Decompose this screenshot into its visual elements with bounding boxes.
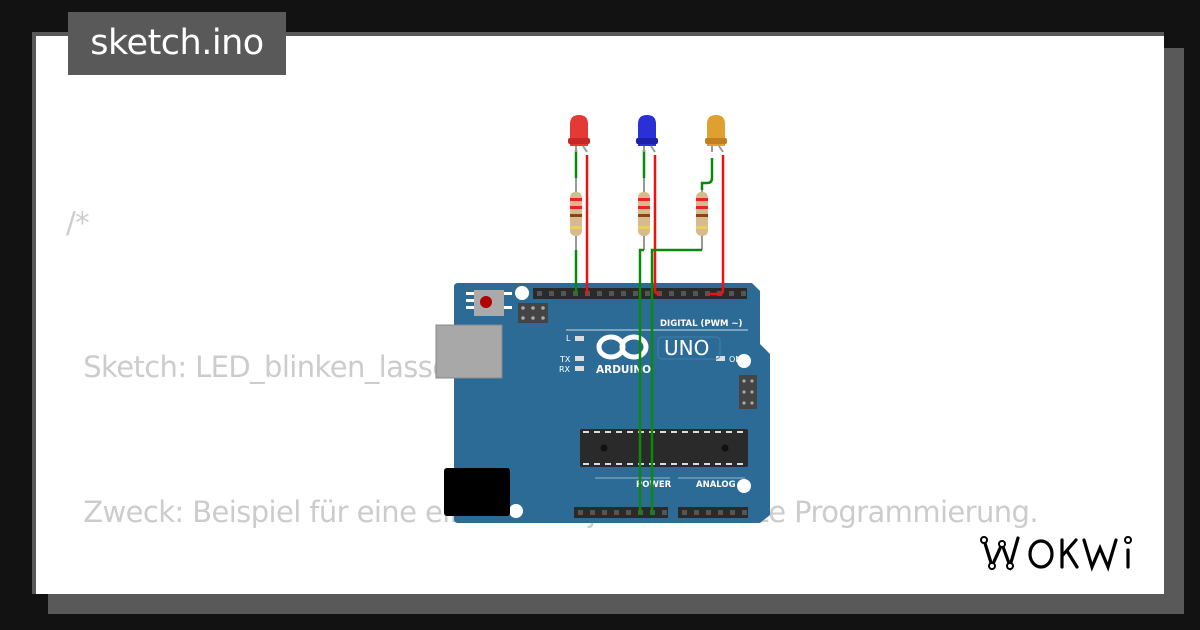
svg-text:L: L — [566, 334, 571, 343]
led-red-icon — [568, 115, 590, 153]
arduino-uno-board: DIGITAL (PWM ~) L TX RX ON ARDUINO UNO P… — [435, 283, 770, 523]
arduino-logo-icon — [596, 334, 649, 360]
digital-label: DIGITAL (PWM ~) — [660, 319, 742, 329]
led-blue-icon — [636, 115, 658, 153]
code-line: /* — [66, 205, 90, 240]
circuit-diagram: DIGITAL (PWM ~) L TX RX ON ARDUINO UNO P… — [435, 115, 770, 523]
svg-text:RX: RX — [559, 365, 571, 374]
arduino-brand: ARDUINO — [596, 364, 651, 376]
svg-text:ANALOG IN: ANALOG IN — [696, 480, 749, 490]
resistors — [570, 140, 708, 250]
resistor-icon — [696, 192, 708, 236]
svg-text:POWER: POWER — [636, 480, 672, 490]
led-yellow-icon — [705, 115, 727, 153]
svg-text:ON: ON — [729, 355, 741, 364]
resistor-icon — [638, 192, 650, 236]
wokwi-logo-icon — [980, 536, 1132, 572]
file-name-tab: sketch.ino — [68, 12, 286, 75]
resistor-icon — [570, 192, 582, 236]
wokwi-logo: WOKWi — [978, 530, 1148, 579]
wires — [574, 150, 725, 515]
board-model: UNO — [664, 336, 709, 360]
svg-text:TX: TX — [559, 355, 571, 364]
